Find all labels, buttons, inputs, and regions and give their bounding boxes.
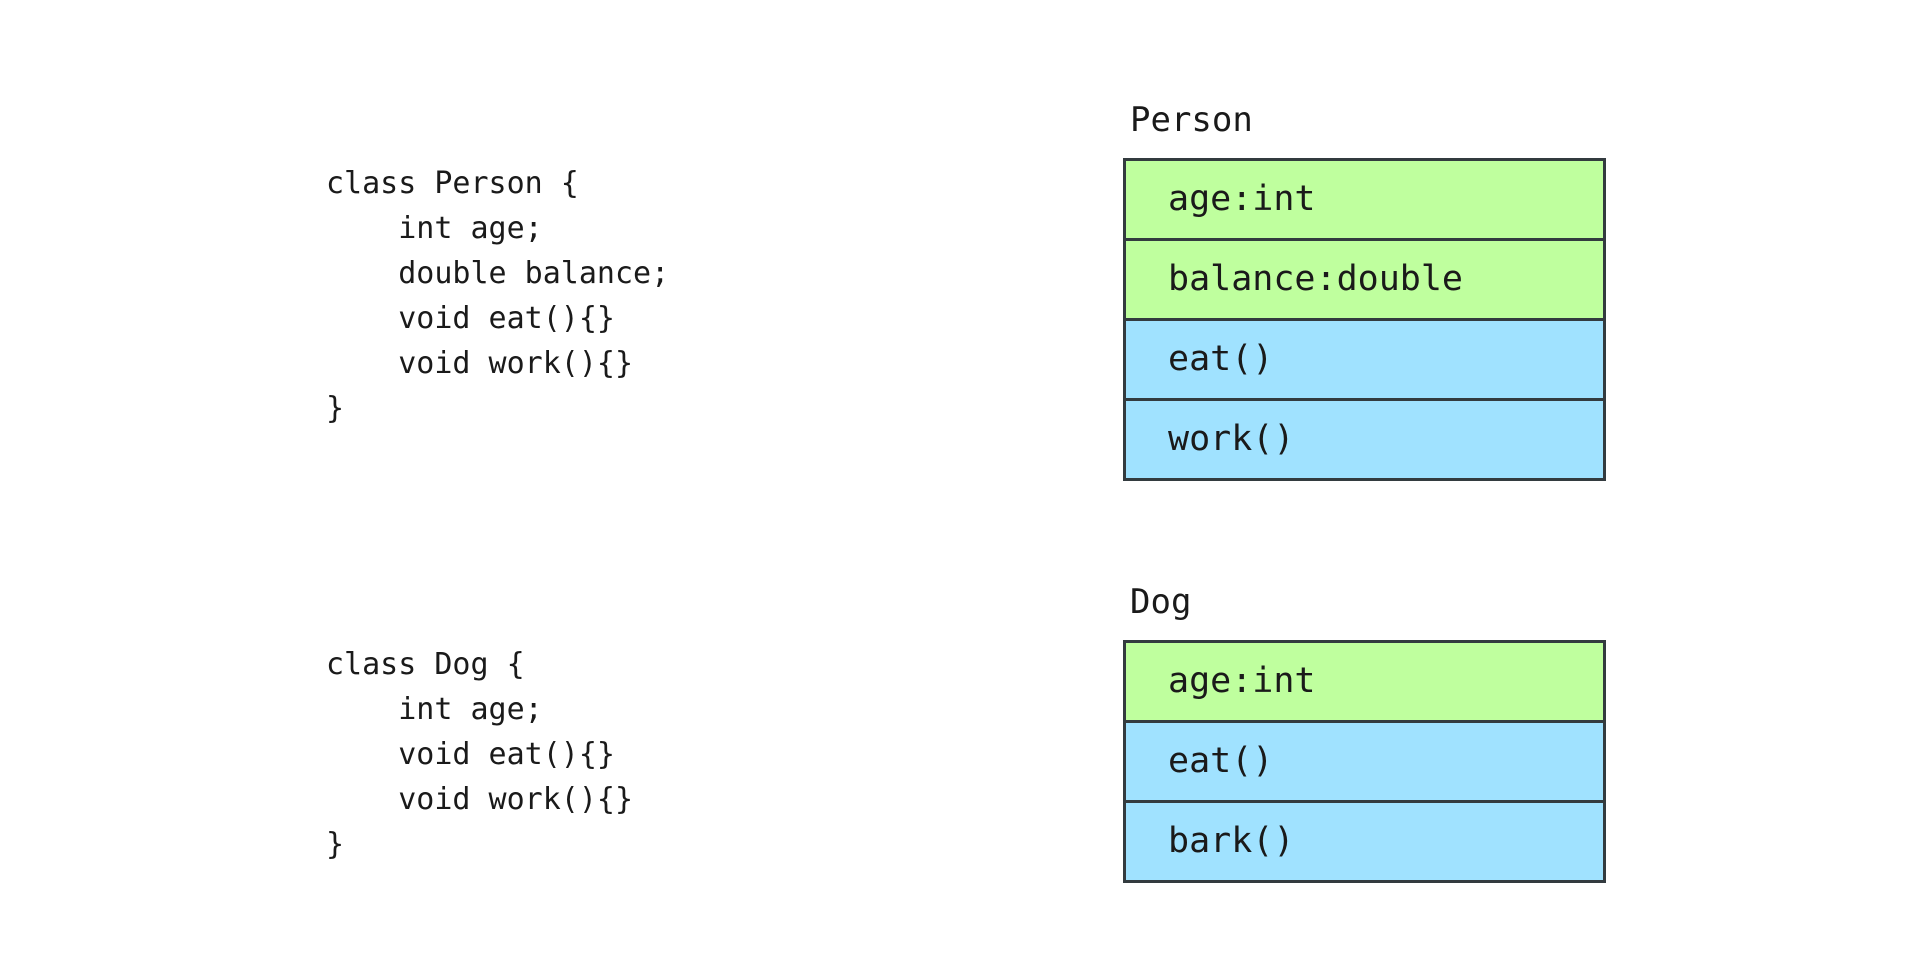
class-member-method: bark() <box>1126 800 1603 880</box>
code-line: void eat(){} <box>326 301 615 336</box>
class-member-method: eat() <box>1126 318 1603 398</box>
person-code-block: class Person { int age; double balance; … <box>326 161 669 431</box>
class-member-method: work() <box>1126 398 1603 478</box>
class-member-field: age:int <box>1126 161 1603 238</box>
dog-code-block: class Dog { int age; void eat(){} void w… <box>326 642 633 867</box>
code-line: int age; <box>326 211 543 246</box>
class-member-field: balance:double <box>1126 238 1603 318</box>
code-line: void work(){} <box>326 782 634 817</box>
class-member-method: eat() <box>1126 720 1603 800</box>
code-line: class Person { <box>326 166 579 201</box>
code-line: class Dog { <box>326 647 525 682</box>
dog-class-box: age:int eat() bark() <box>1123 640 1606 883</box>
person-class-box: age:int balance:double eat() work() <box>1123 158 1606 481</box>
code-line: int age; <box>326 692 543 727</box>
code-line: void eat(){} <box>326 737 615 772</box>
code-line: double balance; <box>326 256 670 291</box>
person-class-title: Person <box>1130 100 1253 140</box>
code-line: } <box>326 391 345 426</box>
dog-class-title: Dog <box>1130 582 1192 622</box>
class-member-field: age:int <box>1126 643 1603 720</box>
code-line: } <box>326 827 345 862</box>
code-line: void work(){} <box>326 346 634 381</box>
